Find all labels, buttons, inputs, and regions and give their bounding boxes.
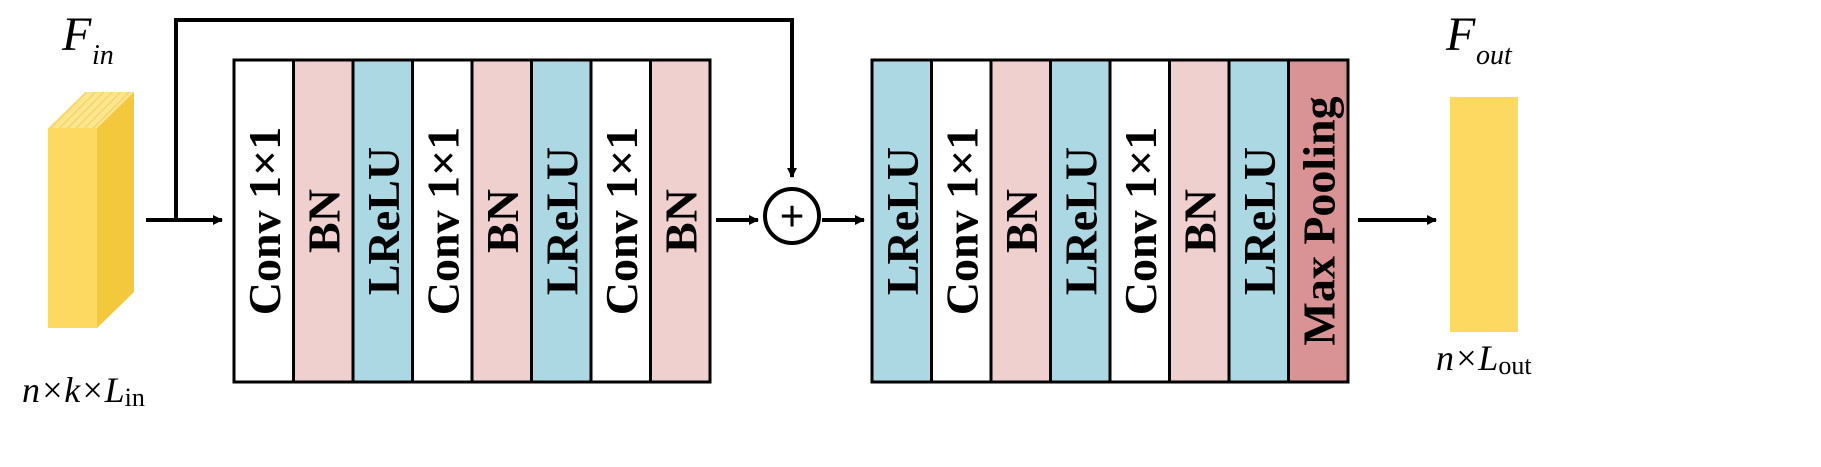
residual_block-layer-conv-1-1-4 xyxy=(411,58,474,384)
post_block-label-conv-1-1-5: Conv 1×1 xyxy=(1115,127,1166,316)
input-tensor-top xyxy=(48,92,134,128)
residual_block-layer-conv-1-1-7 xyxy=(589,58,652,384)
post_block-layer-bn-3 xyxy=(989,58,1052,384)
post_block-layer-max-pooling-8 xyxy=(1287,58,1350,384)
residual_block-label-bn-8: BN xyxy=(655,189,706,253)
post_block-layer-lrelu-1 xyxy=(870,58,933,384)
output-feature-label: F out xyxy=(1445,8,1513,71)
post_block-layer-conv-1-1-2 xyxy=(930,58,993,384)
post_block-label-bn-6: BN xyxy=(1174,189,1225,253)
residual_block-label-bn-5: BN xyxy=(477,189,528,253)
post_block-label-bn-3: BN xyxy=(996,189,1047,253)
adder-circle xyxy=(763,187,821,245)
input-subscript: in xyxy=(92,40,114,71)
residual_block-layer-conv-1-1-1 xyxy=(232,58,295,384)
residual_block-label-bn-2: BN xyxy=(298,189,349,253)
connectors xyxy=(146,18,1437,225)
post_block-label-lrelu-1: LReLU xyxy=(877,147,928,295)
residual_block-layer-bn-5 xyxy=(470,58,533,384)
post_block-label-max-pooling-8: Max Pooling xyxy=(1293,96,1344,345)
output-subscript: out xyxy=(1476,40,1513,71)
residual_block-label-lrelu-3: LReLU xyxy=(358,147,409,295)
residual_block-label-lrelu-6: LReLU xyxy=(536,147,587,295)
input-dimension: n×k×Lin xyxy=(22,370,145,412)
post_block-layer-lrelu-7 xyxy=(1227,58,1290,384)
output-dimension: n×Lout xyxy=(1436,338,1532,380)
residual_block-label-conv-1-1-7: Conv 1×1 xyxy=(596,127,647,316)
post_block-label-lrelu-7: LReLU xyxy=(1234,147,1285,295)
residual_block-layer-bn-8 xyxy=(649,58,712,384)
input-tensor-front xyxy=(48,128,97,328)
input-tensor-side xyxy=(97,92,134,328)
post_block-layer-conv-1-1-5 xyxy=(1108,58,1171,384)
input-tensor xyxy=(48,92,134,328)
output-symbol: F xyxy=(1445,8,1476,61)
adder-node: + xyxy=(763,187,821,245)
residual_block-label-conv-1-1-1: Conv 1×1 xyxy=(239,127,290,316)
residual_block-layer-lrelu-6 xyxy=(530,58,593,384)
post_block-label-lrelu-4: LReLU xyxy=(1055,147,1106,295)
input-symbol: F xyxy=(61,8,92,61)
adder-symbol: + xyxy=(779,192,804,241)
input-feature-label: F in xyxy=(61,8,114,71)
residual_block-label-conv-1-1-4: Conv 1×1 xyxy=(417,127,468,316)
skip-connection-arrow xyxy=(174,18,797,220)
output-tensor xyxy=(1450,97,1518,332)
post_block-label-conv-1-1-2: Conv 1×1 xyxy=(936,127,987,316)
